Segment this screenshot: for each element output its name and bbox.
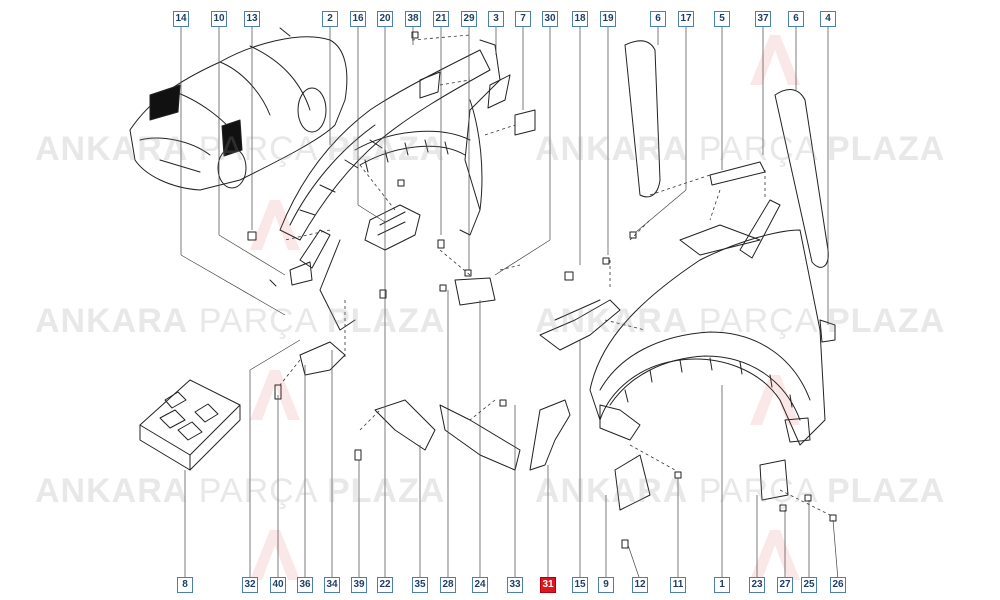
callout-top[interactable]: 14 [173, 11, 189, 27]
callout-leader-lines [180, 27, 839, 581]
callout-top[interactable]: 6 [650, 11, 666, 27]
callout-bottom[interactable]: 33 [507, 577, 523, 593]
car-overview-drawing [129, 27, 348, 191]
callout-bottom[interactable]: 34 [324, 577, 340, 593]
callout-bottom[interactable]: 40 [270, 577, 286, 593]
callout-bottom-highlighted[interactable]: 31 [540, 577, 556, 593]
callout-top[interactable]: 2 [322, 11, 338, 27]
inner-apron-drawing [279, 39, 536, 241]
callout-top[interactable]: 38 [405, 11, 421, 27]
callout-top[interactable]: 16 [350, 11, 366, 27]
clip-kit-box-drawing [139, 379, 241, 471]
callout-bottom[interactable]: 22 [377, 577, 393, 593]
callout-top[interactable]: 4 [820, 11, 836, 27]
callout-top[interactable]: 6 [788, 11, 804, 27]
callout-top[interactable]: 18 [572, 11, 588, 27]
callout-bottom[interactable]: 32 [242, 577, 258, 593]
callout-bottom[interactable]: 35 [412, 577, 428, 593]
callout-top[interactable]: 19 [600, 11, 616, 27]
fasteners-drawing [247, 31, 837, 549]
callout-bottom[interactable]: 9 [598, 577, 614, 593]
callout-bottom[interactable]: 28 [440, 577, 456, 593]
callout-top[interactable]: 3 [488, 11, 504, 27]
callout-top[interactable]: 37 [755, 11, 771, 27]
callout-bottom[interactable]: 23 [749, 577, 765, 593]
callout-bottom[interactable]: 12 [632, 577, 648, 593]
seal-strip-drawing [624, 40, 829, 268]
callout-bottom[interactable]: 25 [801, 577, 817, 593]
callout-bottom[interactable]: 36 [297, 577, 313, 593]
callout-bottom[interactable]: 24 [472, 577, 488, 593]
callout-top[interactable]: 20 [377, 11, 393, 27]
callout-bottom[interactable]: 8 [177, 577, 193, 593]
brackets-drawing [289, 204, 621, 471]
callout-top[interactable]: 10 [211, 11, 227, 27]
callout-bottom[interactable]: 15 [572, 577, 588, 593]
assembly-dashed-lines [279, 34, 831, 516]
callout-bottom[interactable]: 1 [714, 577, 730, 593]
callout-top[interactable]: 13 [244, 11, 260, 27]
callout-top[interactable]: 29 [461, 11, 477, 27]
callout-bottom[interactable]: 11 [670, 577, 686, 593]
callout-top[interactable]: 17 [678, 11, 694, 27]
callout-bottom[interactable]: 27 [777, 577, 793, 593]
front-fender-drawing [589, 224, 836, 511]
callout-top[interactable]: 7 [515, 11, 531, 27]
callout-bottom[interactable]: 26 [830, 577, 846, 593]
callout-top[interactable]: 30 [542, 11, 558, 27]
callout-top[interactable]: 5 [714, 11, 730, 27]
callout-top[interactable]: 21 [433, 11, 449, 27]
callout-bottom[interactable]: 39 [351, 577, 367, 593]
